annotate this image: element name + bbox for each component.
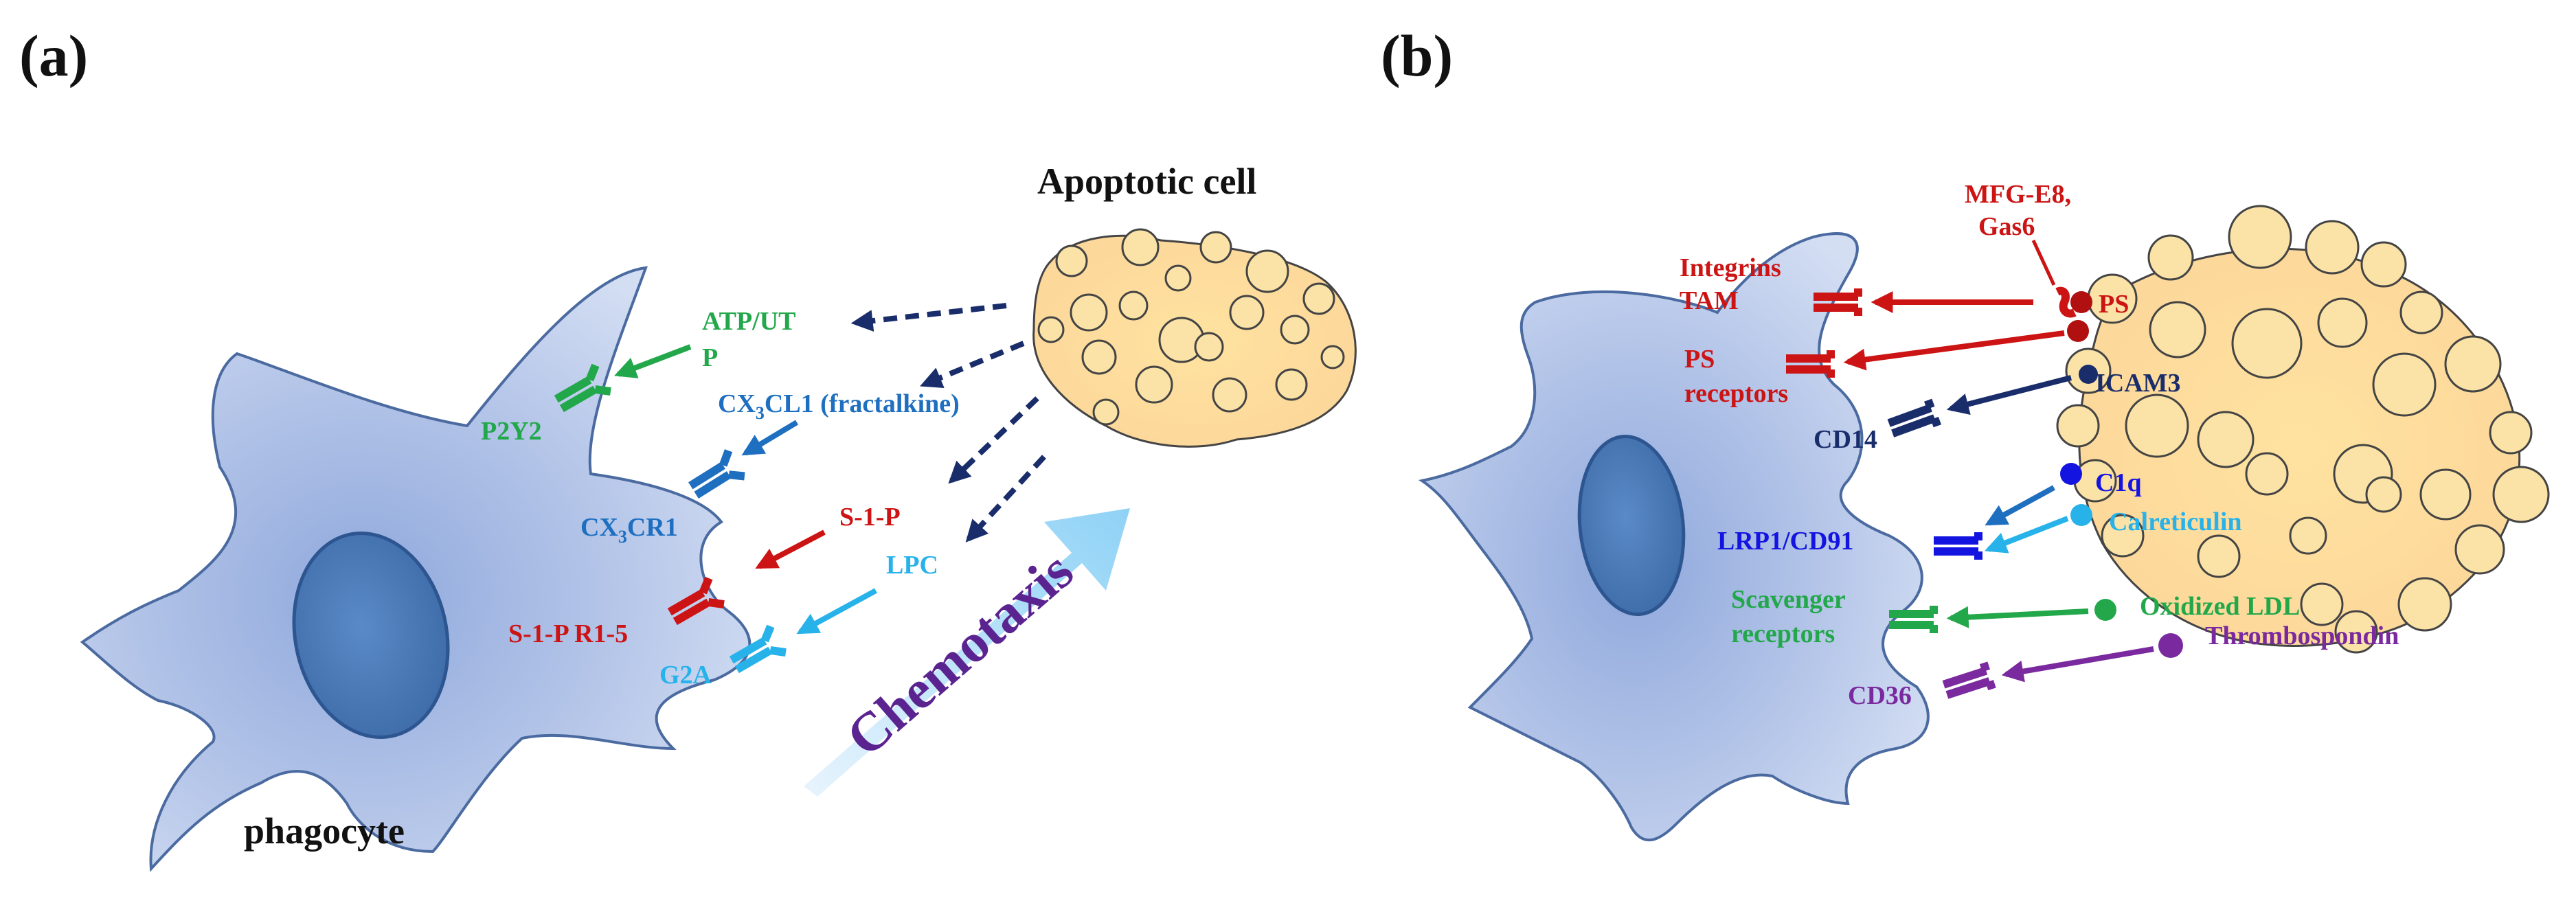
arrow-c1q xyxy=(1985,485,2055,526)
nucleus-a xyxy=(292,532,450,739)
pair-cd14: ICAM3 CD14 xyxy=(1814,365,2181,454)
chemotaxis-arrow: Chemotaxis xyxy=(804,508,1130,797)
panel-b-label: (b) xyxy=(1381,23,1453,89)
release-arrow-lpc xyxy=(965,455,1046,543)
calreticulin-label: Calreticulin xyxy=(2109,508,2242,536)
cx3cl1-label: CX3CL1 (fractalkine) xyxy=(718,389,960,423)
bridge-mfge8 xyxy=(2055,286,2077,318)
panel-b: (b) xyxy=(1381,23,2550,842)
ps-receptors-label-1: PS xyxy=(1684,345,1715,374)
pair-cd36: Thrombospondin CD36 xyxy=(1848,622,2399,710)
dot-ps-top xyxy=(2070,291,2092,313)
oxidized-ldl-label: Oxidized LDL xyxy=(2140,592,2300,621)
cx3cr1-label: CX3CR1 xyxy=(580,513,678,547)
receptor-p2y2: P2Y2 ATP/UT P xyxy=(481,307,796,446)
release-arrow-atp xyxy=(850,303,1007,332)
pointer-mfge8 xyxy=(2031,239,2056,286)
dot-calreticulin xyxy=(2070,504,2092,526)
arrow-s1p xyxy=(755,529,826,569)
atp-utp-label-1: ATP/UT xyxy=(702,307,796,336)
release-arrows xyxy=(850,303,1046,543)
pair-lrp1: C1q Calreticulin LRP1/CD91 xyxy=(1717,463,2242,560)
thrombospondin-label: Thrombospondin xyxy=(2205,622,2399,650)
arrow-oxidized-ldl xyxy=(1946,606,2089,628)
dot-icam3 xyxy=(2079,365,2098,384)
ps-label: PS xyxy=(2099,290,2129,319)
cd14-label: CD14 xyxy=(1814,425,1877,454)
arrow-atp xyxy=(614,344,692,378)
arrow-calreticulin xyxy=(1985,516,2069,554)
atp-utp-label-2: P xyxy=(702,343,718,372)
dot-oxidized-ldl xyxy=(2094,599,2116,621)
s1pr-label: S-1-P R1-5 xyxy=(508,619,628,648)
receptor-cx3cr1: CX3CL1 (fractalkine) CX3CR1 xyxy=(580,389,960,547)
cd36-label: CD36 xyxy=(1848,681,1912,710)
mfge8-label-1: MFG-E8, xyxy=(1965,180,2071,209)
ps-receptors-label-2: receptors xyxy=(1684,379,1788,408)
arrow-cx3cl1 xyxy=(741,420,799,456)
arrow-lpc xyxy=(796,588,877,635)
scavenger-label-2: receptors xyxy=(1731,619,1835,648)
release-arrow-s1p xyxy=(948,396,1039,484)
arrow-icam3 xyxy=(1946,375,2072,415)
phagocyte-label: phagocyte xyxy=(244,810,405,852)
dot-thrombospondin xyxy=(2158,633,2183,658)
chemotaxis-label: Chemotaxis xyxy=(835,540,1085,768)
lpc-label: LPC xyxy=(886,551,938,580)
pair-scavenger: Oxidized LDL Scavenger receptors xyxy=(1731,585,2300,648)
icam3-label: ICAM3 xyxy=(2095,369,2181,398)
p2y2-label: P2Y2 xyxy=(481,417,542,446)
panel-a: (a) Apoptotic cell p xyxy=(19,23,1357,872)
pair-ps-receptors: PS receptors xyxy=(1684,320,2089,408)
pair-integrins: Integrins TAM MFG-E8, Gas6 PS xyxy=(1680,180,2129,319)
integrins-label-1: Integrins xyxy=(1680,253,1781,282)
panel-a-label: (a) xyxy=(19,23,88,89)
s1p-label: S-1-P xyxy=(839,503,901,532)
dot-ps xyxy=(2067,320,2089,342)
mfge8-label-2: Gas6 xyxy=(1978,212,2035,241)
arrow-ps xyxy=(1843,330,2065,371)
apoptotic-cell-label: Apoptotic cell xyxy=(1037,161,1256,202)
release-arrow-cx3cl1 xyxy=(920,341,1025,388)
receptor-g2a: LPC G2A xyxy=(659,551,938,689)
dot-c1q xyxy=(2060,463,2082,485)
integrins-label-2: TAM xyxy=(1680,286,1739,315)
apoptotic-cell-a xyxy=(1032,228,1357,448)
g2a-label: G2A xyxy=(659,661,712,689)
nucleus-b xyxy=(1577,434,1686,617)
lrp1-label: LRP1/CD91 xyxy=(1717,527,1853,556)
scavenger-label-1: Scavenger xyxy=(1731,585,1846,614)
receptor-s1pr: S-1-P S-1-P R1-5 xyxy=(508,503,901,648)
apoptotic-cell-b xyxy=(2056,205,2550,654)
arrow-thrombospondin xyxy=(2001,646,2154,683)
c1q-label: C1q xyxy=(2095,468,2142,497)
